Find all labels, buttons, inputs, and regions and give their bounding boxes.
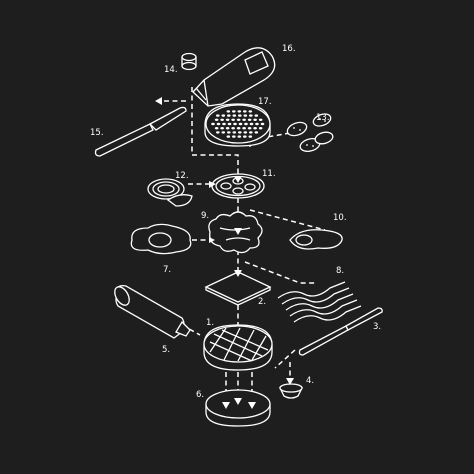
- sesame-seed: [243, 110, 247, 113]
- sesame-seed: [255, 122, 259, 126]
- avocado-icon: [289, 229, 343, 250]
- sesame-seed: [216, 122, 221, 126]
- bottom-bun-icon: [205, 389, 271, 427]
- sesame-seed: [227, 131, 231, 134]
- label-7: 7.: [163, 265, 171, 275]
- sesame-seed: [232, 131, 237, 134]
- sesame-seed: [236, 127, 241, 130]
- assembly-guide-lines: [160, 87, 326, 405]
- label-6: 6.: [196, 390, 204, 400]
- sesame-seed: [248, 135, 253, 138]
- sesame-seed: [247, 127, 252, 130]
- label-15: 15.: [90, 128, 104, 138]
- label-10: 10.: [333, 213, 347, 223]
- lettuce-leaf-icon: [208, 211, 263, 254]
- sesame-seed: [225, 127, 230, 130]
- tomato-slice-icon: [211, 173, 265, 199]
- sesame-seed: [243, 135, 247, 138]
- sesame-seed: [238, 131, 242, 134]
- sesame-seed: [254, 131, 259, 134]
- sesame-seed: [258, 127, 263, 130]
- sesame-seed: [221, 114, 226, 117]
- top-bun-icon: [204, 103, 271, 147]
- label-13: 13.: [316, 113, 330, 123]
- sesame-seed: [249, 131, 253, 134]
- cheese-slice-icon: [204, 271, 272, 306]
- sesame-seed: [233, 122, 237, 126]
- sesame-seed: [227, 114, 231, 117]
- label-14: 14.: [164, 65, 178, 75]
- bottle-icon: [192, 47, 276, 107]
- sesame-seed: [258, 118, 263, 122]
- sesame-seed: [211, 122, 215, 126]
- label-11: 11.: [262, 169, 276, 179]
- label-17: 17.: [258, 97, 272, 107]
- sesame-seed: [260, 122, 265, 126]
- sesame-seed: [243, 114, 248, 117]
- sesame-seed: [254, 114, 259, 117]
- sesame-seed: [247, 118, 252, 122]
- bacon-strips-icon: [277, 281, 362, 323]
- sesame-seed: [231, 118, 235, 122]
- bottle-cap-icon: [181, 52, 197, 71]
- sesame-seed: [248, 110, 253, 113]
- butter-knife-icon: [298, 307, 383, 356]
- sesame-seed: [253, 118, 257, 122]
- pickle-slices-icon: [286, 113, 334, 152]
- sesame-seed: [237, 110, 242, 113]
- onion-ring-icon: [147, 178, 193, 207]
- label-5: 5.: [162, 345, 170, 355]
- sesame-seed: [231, 127, 235, 130]
- sesame-seed: [226, 110, 231, 113]
- sesame-seed: [225, 118, 230, 122]
- patty-icon: [203, 324, 273, 371]
- sesame-seed: [242, 127, 246, 130]
- sesame-seed: [249, 122, 254, 126]
- sesame-seed: [243, 131, 248, 134]
- sesame-seed: [249, 114, 253, 117]
- sesame-seed: [214, 127, 219, 130]
- label-3: 3.: [373, 322, 381, 332]
- sesame-seed: [238, 114, 242, 117]
- sesame-seed: [220, 118, 224, 122]
- sesame-seed: [232, 114, 237, 117]
- label-12: 12.: [175, 171, 189, 181]
- sesame-seed: [216, 131, 220, 134]
- sesame-seed: [232, 110, 236, 113]
- sesame-seed: [222, 122, 226, 126]
- part-labels: 1. 2. 3. 4. 5. 6. 7. 8. 9. 10. 11. 12. 1…: [90, 44, 381, 400]
- sesame-seed: [238, 122, 243, 126]
- sesame-seed: [227, 122, 232, 126]
- label-9: 9.: [201, 211, 209, 221]
- squeeze-bottle-icon: [114, 284, 191, 339]
- sesame-seed: [236, 118, 241, 122]
- sesame-seed: [214, 118, 219, 122]
- sesame-seed: [221, 131, 226, 134]
- label-2: 2.: [258, 297, 266, 307]
- sesame-seed: [220, 127, 224, 130]
- label-16: 16.: [282, 44, 296, 54]
- sesame-seed: [226, 135, 231, 138]
- sesame-seed: [244, 122, 248, 126]
- fried-egg-icon: [130, 223, 192, 255]
- sesame-seed: [253, 127, 257, 130]
- label-1: 1.: [206, 318, 214, 328]
- sesame-seed: [242, 118, 246, 122]
- label-4: 4.: [306, 376, 314, 386]
- sesame-seed: [237, 135, 242, 138]
- sauce-cup-icon: [278, 383, 304, 399]
- label-8: 8.: [336, 266, 344, 276]
- spreading-knife-icon: [94, 106, 187, 157]
- sesame-seed: [232, 135, 236, 138]
- sesame-seed: [216, 114, 220, 117]
- arrowheads: [155, 97, 294, 409]
